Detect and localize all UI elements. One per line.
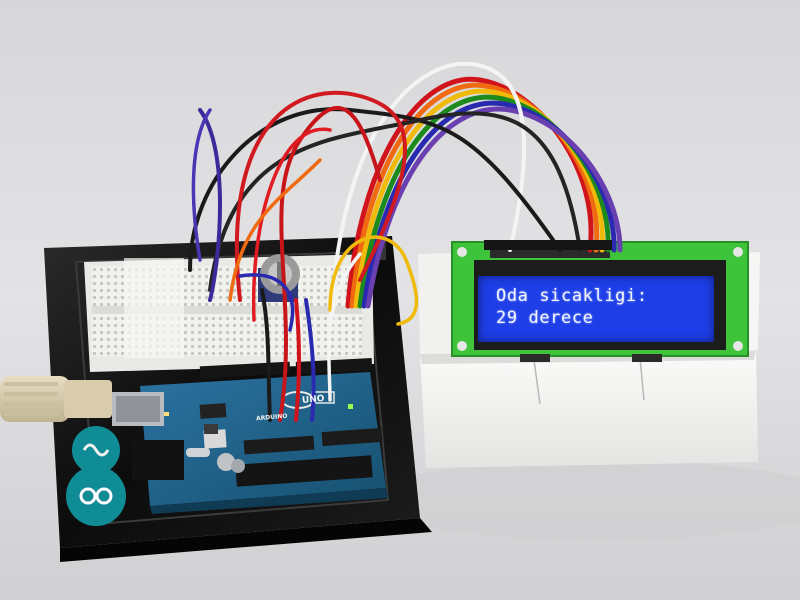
jumper-wires bbox=[188, 61, 623, 422]
lcd-text-line-1: Oda sicakligi: bbox=[496, 286, 648, 306]
lcd-text-line-2: 29 derece bbox=[496, 308, 594, 328]
arduino-uno-label: UNO bbox=[301, 394, 325, 406]
arduino-stickers bbox=[66, 426, 126, 526]
usb-cable bbox=[0, 376, 112, 422]
breadboard bbox=[84, 254, 374, 372]
background-shadow bbox=[360, 460, 800, 540]
lcd-header-pins bbox=[484, 240, 612, 250]
lcd-screen: Oda sicakligi: 29 derece bbox=[478, 276, 714, 342]
